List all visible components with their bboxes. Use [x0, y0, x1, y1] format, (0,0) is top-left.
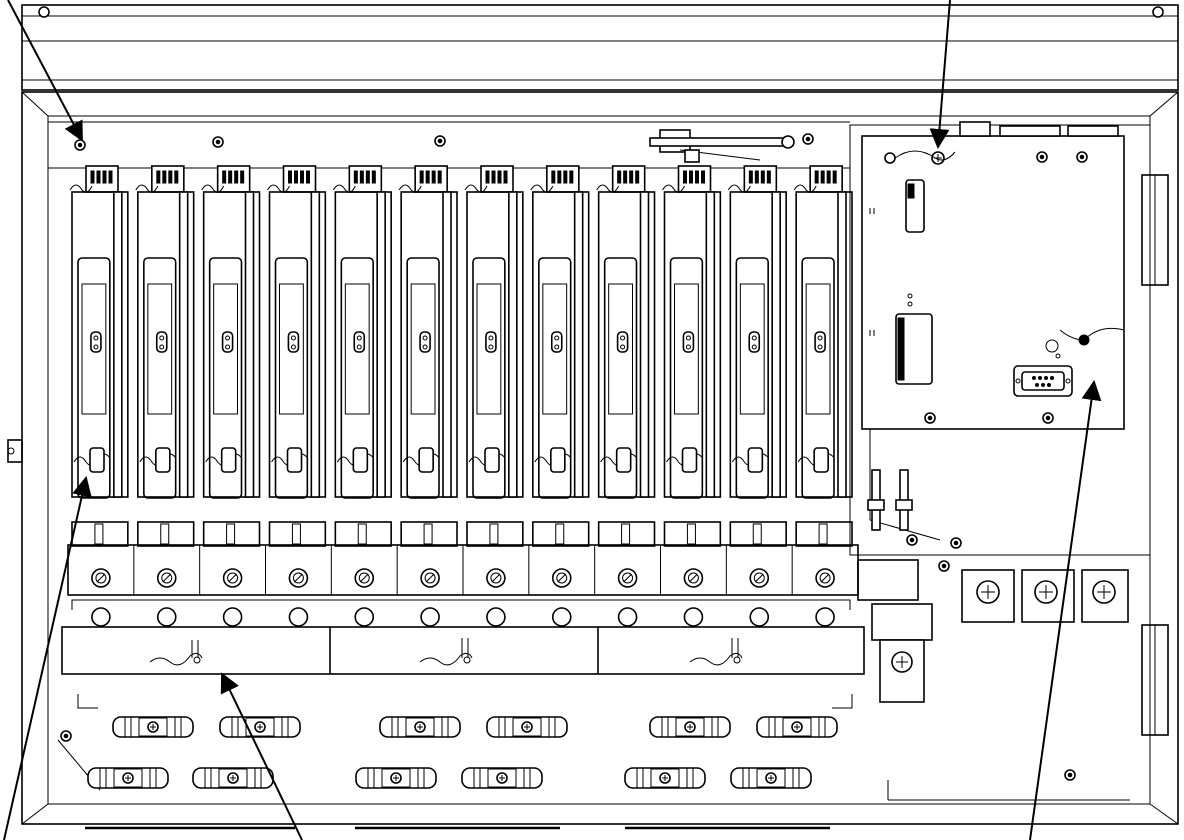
module-slot [596, 165, 656, 547]
module-slot [398, 165, 458, 547]
cable-clip [730, 767, 812, 789]
module-slot [201, 165, 261, 547]
terminal-screw-icon [67, 545, 111, 595]
leader-lines [3, 0, 1102, 840]
module-slot [464, 165, 524, 547]
lid-screw-left-icon [38, 6, 50, 18]
bus-hole [683, 607, 704, 627]
cable-clip [756, 716, 838, 738]
bus-hole [815, 607, 835, 627]
lid-screw-right-icon [1152, 6, 1164, 18]
controller-screw-icon [1036, 151, 1048, 163]
mounting-screw-leader [7, 0, 83, 142]
terminal-screw-icon [396, 545, 440, 595]
module-slot [530, 165, 590, 547]
mounting-screw-icon [212, 136, 224, 148]
latch-bar [649, 129, 795, 163]
cover-wire-tie-icon [149, 640, 203, 666]
bus-cover [57, 626, 865, 791]
enclosure-lid [21, 4, 1179, 91]
module-slot [69, 165, 129, 547]
bus-hole [617, 607, 638, 627]
bus-hole [288, 607, 309, 627]
module-latch-leader [3, 476, 92, 840]
ground-terminal [857, 534, 962, 703]
mounting-screw-icon [74, 139, 86, 151]
terminal-screw-icon [330, 545, 375, 595]
terminal-screw-icon [594, 545, 638, 595]
cable-clip [192, 767, 274, 789]
bus-hole [486, 607, 506, 627]
controller-port-leader [1029, 380, 1102, 840]
controller-wire-tie-icon [1045, 327, 1125, 359]
fuse-holders [867, 469, 913, 531]
bus-bar [71, 599, 858, 628]
terminal-row [67, 544, 859, 596]
terminal-screw-icon [791, 545, 835, 595]
module-array [69, 165, 853, 547]
base-screw-icon [1064, 769, 1076, 781]
terminal-screw-icon [462, 545, 506, 595]
bus-hole [420, 607, 440, 627]
right-hinge-upper [1141, 174, 1169, 286]
controller-screw-icon [1042, 412, 1054, 424]
controller-screw-icon [1076, 151, 1088, 163]
controller-screw-icon [924, 412, 936, 424]
terminal-screw-icon [660, 545, 704, 595]
terminal-screw-icon [199, 545, 243, 595]
bus-hole [91, 607, 111, 627]
power-bolts [961, 569, 1129, 623]
cover-wire-tie-icon [689, 638, 743, 666]
controller-port-icon [1013, 365, 1073, 397]
module-slot [267, 165, 327, 547]
cable-clip [649, 716, 731, 738]
bus-hole [222, 607, 243, 627]
module-slot [793, 165, 853, 547]
bus-hole [156, 607, 177, 627]
top-mounting-strip [48, 121, 850, 169]
cable-clip [461, 767, 543, 789]
cable-clip [219, 716, 301, 738]
cable-clip [624, 767, 706, 789]
right-hinge-lower [1141, 624, 1169, 736]
terminal-screw-icon [528, 545, 572, 595]
cable-clip-row [87, 716, 838, 789]
cable-clip [112, 716, 194, 738]
terminal-screw-icon [133, 545, 177, 595]
mounting-screw-icon [802, 133, 814, 145]
cable-clip [379, 716, 461, 738]
module-slot [135, 165, 195, 547]
controller-screw-icon [884, 150, 956, 165]
enclosure-box [7, 91, 1179, 830]
terminal-screw-icon [725, 545, 770, 595]
cable-clip [355, 767, 437, 789]
bus-hole [551, 607, 572, 627]
bus-cover-leader [220, 672, 303, 840]
module-slot [332, 165, 392, 547]
module-slot [727, 165, 787, 547]
status-led-slot [905, 179, 925, 233]
mounting-screw-icon [434, 135, 446, 147]
controller-panel [849, 121, 1151, 801]
card-slot [895, 313, 933, 385]
controller-screw-leader [929, 0, 951, 149]
controller-top-connectors [959, 121, 1119, 137]
terminal-screw-icon [265, 545, 309, 595]
cable-clip [486, 716, 568, 738]
led-marks [869, 208, 913, 336]
cover-wire-tie-icon [419, 638, 473, 666]
cable-clip [87, 767, 169, 789]
module-slot [662, 165, 722, 547]
bus-hole [354, 607, 375, 627]
bus-hole [749, 607, 770, 627]
base-screw-icon [60, 730, 72, 742]
